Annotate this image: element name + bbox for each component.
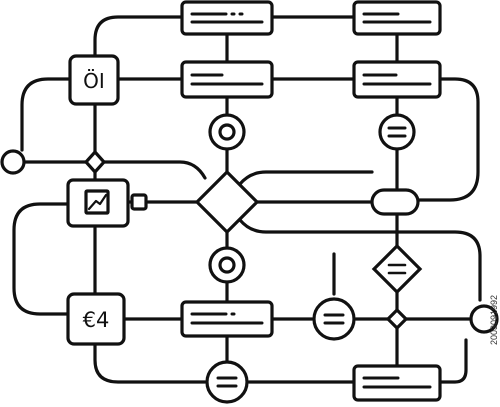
box-top-center: [180, 0, 274, 36]
decision-diamond-right: [371, 243, 423, 295]
small-junction-diamond-right: [385, 307, 409, 331]
small-junction-diamond-left: [83, 149, 107, 175]
node-e4-box: €4: [66, 292, 126, 346]
connector-right-top-loop: [416, 77, 480, 202]
connector-top-left-arc: [93, 15, 184, 60]
end-terminal-circle: [469, 304, 499, 334]
main-decision-diamond: [194, 169, 260, 235]
connector-bottom-loop: [93, 343, 207, 384]
connector-diamond-top-right: [238, 170, 374, 186]
equals-icon-top: [378, 113, 416, 151]
equals-icon-bottom: [205, 360, 249, 404]
connector-left-outer-loop: [20, 77, 72, 152]
connector-diamond-lower: [238, 218, 482, 302]
connectors: [12, 15, 482, 384]
watermark-id: 2003091992: [489, 295, 499, 345]
box-row2-right: [352, 60, 442, 99]
box-row2-center: [180, 60, 274, 99]
start-terminal-circle: [0, 149, 26, 175]
box-bottom-right: [352, 364, 442, 402]
node-oi-box: ÖI: [68, 54, 120, 106]
equals-icon-lower: [312, 297, 356, 341]
box-lower-center: [180, 300, 274, 338]
node-e4-glyph: €4: [83, 308, 110, 332]
connector-chart-left-loop: [12, 202, 70, 316]
node-oi-glyph: ÖI: [83, 69, 105, 93]
connector-small-diamond-to-main: [102, 160, 207, 180]
ring-icon-top: [208, 113, 246, 151]
ring-icon-lower: [208, 246, 246, 284]
chart-icon-box: [66, 178, 148, 228]
chart-box-port: [130, 193, 148, 211]
box-top-right: [352, 0, 442, 36]
connector-bottom-right: [438, 338, 468, 384]
process-pill: [370, 188, 420, 216]
